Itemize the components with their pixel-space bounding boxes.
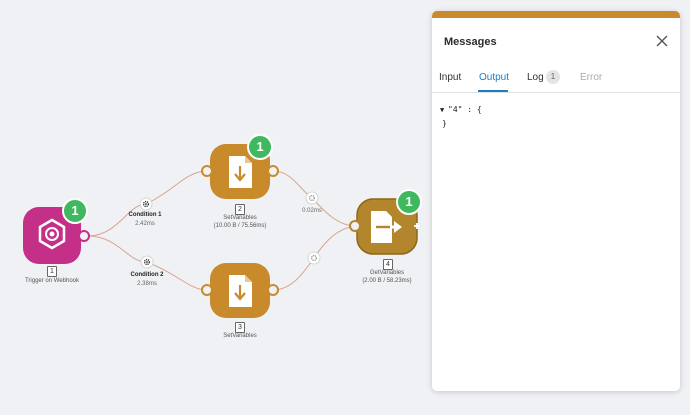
setvariables3-node-number: 3 bbox=[235, 322, 245, 333]
condition1-gear-icon[interactable] bbox=[139, 197, 153, 211]
add-next-node-icon[interactable] bbox=[414, 223, 420, 229]
panel-accent-bar bbox=[432, 11, 680, 18]
condition2-title: Condition 2 bbox=[130, 272, 164, 278]
trigger-node-label: Trigger on Webhook bbox=[24, 278, 80, 284]
document-download-icon bbox=[229, 156, 252, 188]
json-row: ▼"4" : { bbox=[440, 103, 482, 117]
setvariables2-node-label: SetVariables bbox=[223, 215, 257, 221]
close-icon[interactable] bbox=[654, 33, 670, 49]
condition2-time: 2.38ms bbox=[137, 281, 157, 287]
edge-bottom-gear-icon[interactable] bbox=[307, 251, 321, 265]
getvariables-run-count-badge: 1 bbox=[396, 189, 422, 215]
trigger-run-count-badge: 1 bbox=[62, 198, 88, 224]
trigger-node-number: 1 bbox=[47, 266, 57, 277]
panel-tabs: Input Output Log 1 Error bbox=[432, 66, 680, 93]
tab-log[interactable]: Log bbox=[527, 72, 544, 83]
tab-input[interactable]: Input bbox=[439, 72, 462, 83]
log-count-badge: 1 bbox=[546, 70, 560, 84]
document-export-icon bbox=[371, 211, 402, 243]
setvariables2-node-number: 2 bbox=[235, 204, 245, 215]
getvariables-node-number: 4 bbox=[383, 259, 393, 270]
tab-error[interactable]: Error bbox=[580, 72, 603, 83]
setvariables-node-3[interactable] bbox=[201, 263, 279, 318]
edge-top-gear-icon[interactable] bbox=[305, 191, 319, 205]
tab-output[interactable]: Output bbox=[479, 72, 510, 83]
json-close-brace: } bbox=[442, 119, 447, 128]
setvariables2-run-count-badge: 1 bbox=[247, 134, 273, 160]
setvariables3-node-label: SetVariables bbox=[223, 333, 257, 339]
getvariables-node-label: GetVariables bbox=[369, 270, 405, 276]
messages-panel: Messages Input Output Log 1 Error ▼"4" :… bbox=[432, 11, 680, 391]
json-key-line: "4" : { bbox=[448, 105, 482, 114]
document-download-icon bbox=[229, 275, 252, 307]
panel-title: Messages bbox=[444, 36, 497, 48]
setvariables2-node-stats: (10.00 B / 75.56ms) bbox=[213, 223, 267, 229]
webhook-icon bbox=[38, 218, 66, 250]
active-tab-indicator bbox=[478, 90, 508, 92]
condition1-time: 2.42ms bbox=[135, 221, 155, 227]
condition1-title: Condition 1 bbox=[128, 212, 162, 218]
json-output-viewer: ▼"4" : { } bbox=[440, 103, 482, 131]
condition2-gear-icon[interactable] bbox=[140, 255, 154, 269]
getvariables-node-stats: (2.00 B / 58.23ms) bbox=[362, 278, 412, 284]
collapse-caret-icon[interactable]: ▼ bbox=[440, 106, 445, 114]
edge-top-time: 0.02ms bbox=[302, 208, 322, 214]
